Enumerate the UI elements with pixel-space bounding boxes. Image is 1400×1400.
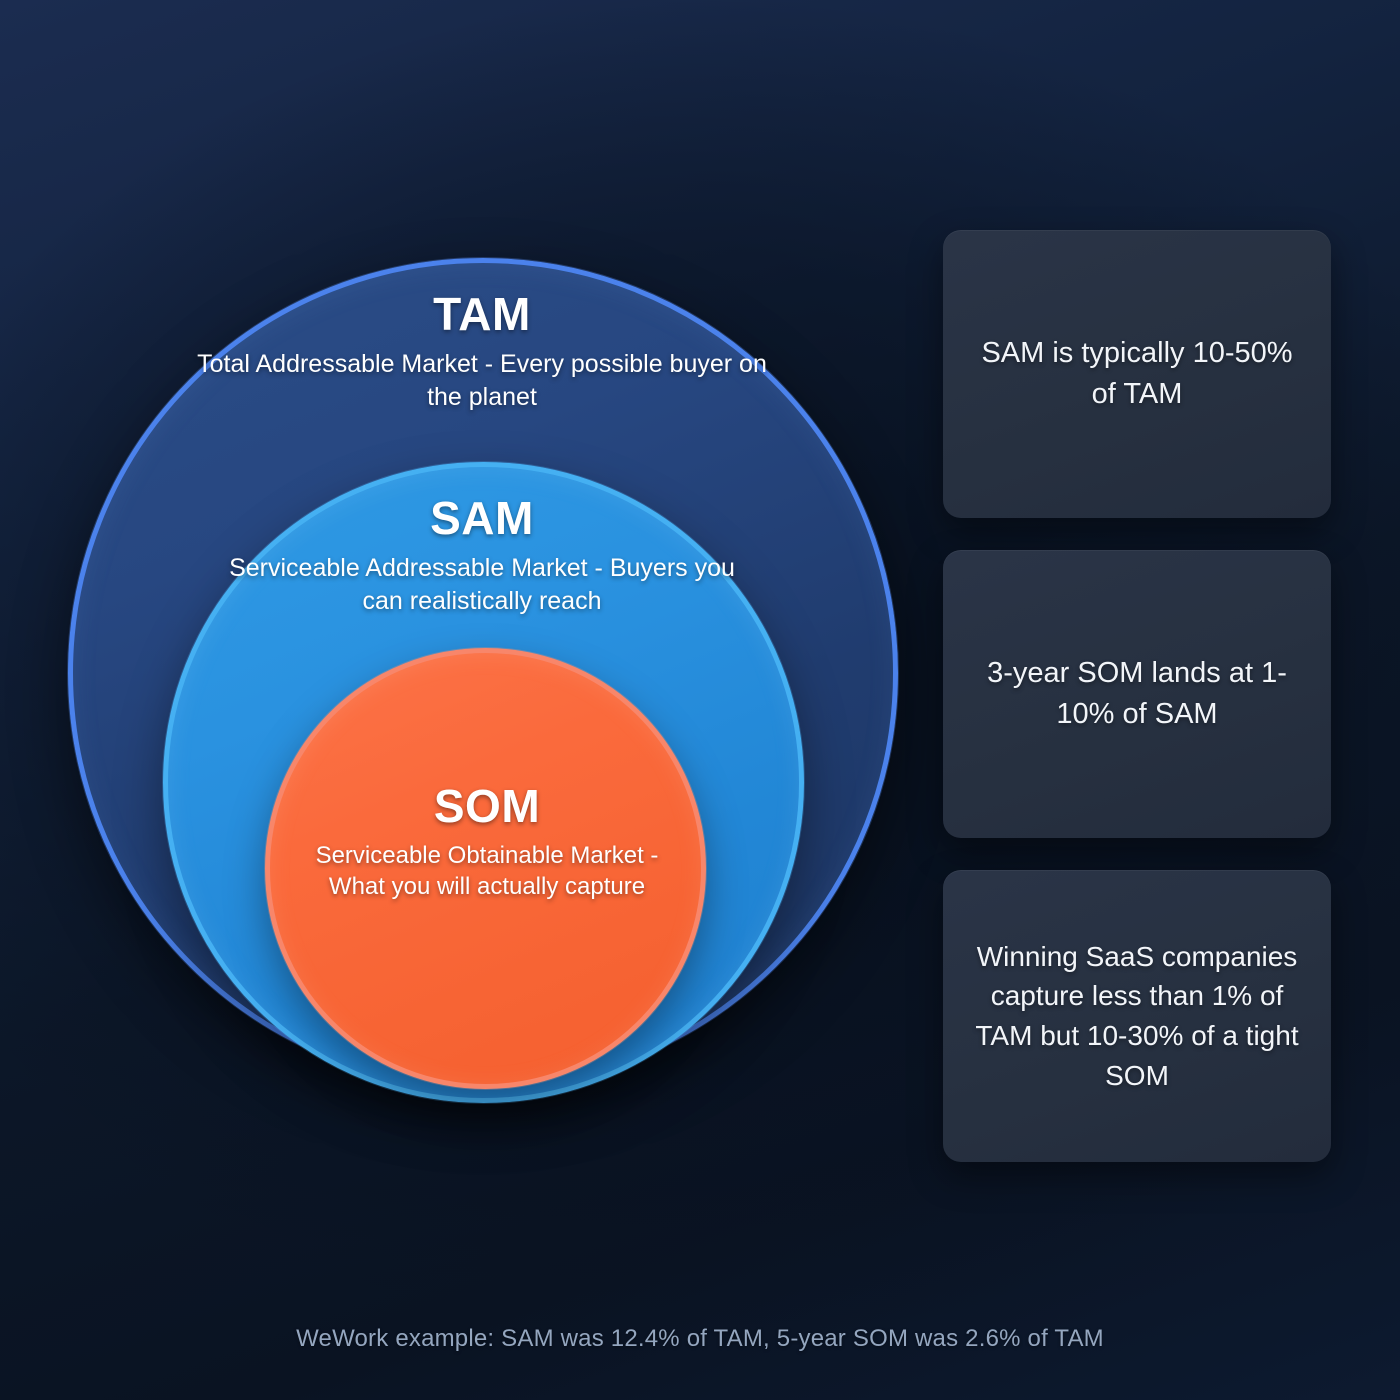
stat-card-text: Winning SaaS companies capture less than…: [975, 940, 1299, 1091]
footer-note: WeWork example: SAM was 12.4% of TAM, 5-…: [296, 1325, 1104, 1352]
som-circle: [265, 648, 706, 1089]
stat-card-list: SAM is typically 10-50% of TAM 3-year SO…: [943, 230, 1331, 1162]
sam-acronym: SAM: [430, 492, 534, 544]
som-description: Serviceable Obtainable Market - What you…: [315, 841, 659, 901]
tam-description: Total Addressable Market - Every possibl…: [197, 349, 767, 411]
sam-description: Serviceable Addressable Market - Buyers …: [229, 553, 735, 615]
som-acronym: SOM: [433, 780, 541, 832]
stat-card-sam-share-of-tam: SAM is typically 10-50% of TAM: [943, 230, 1331, 518]
stat-card-winning-saas-capture: Winning SaaS companies capture less than…: [943, 870, 1331, 1162]
som-label-group: SOM Serviceable Obtainable Market - What…: [312, 780, 662, 903]
stat-card-som-share-of-sam: 3-year SOM lands at 1-10% of SAM: [943, 550, 1331, 838]
tam-label-group: TAM Total Addressable Market - Every pos…: [192, 288, 772, 414]
stat-card-text: 3-year SOM lands at 1-10% of SAM: [987, 656, 1287, 730]
sam-label-group: SAM Serviceable Addressable Market - Buy…: [222, 492, 742, 618]
tam-acronym: TAM: [433, 288, 531, 340]
stat-card-text: SAM is typically 10-50% of TAM: [981, 336, 1293, 410]
